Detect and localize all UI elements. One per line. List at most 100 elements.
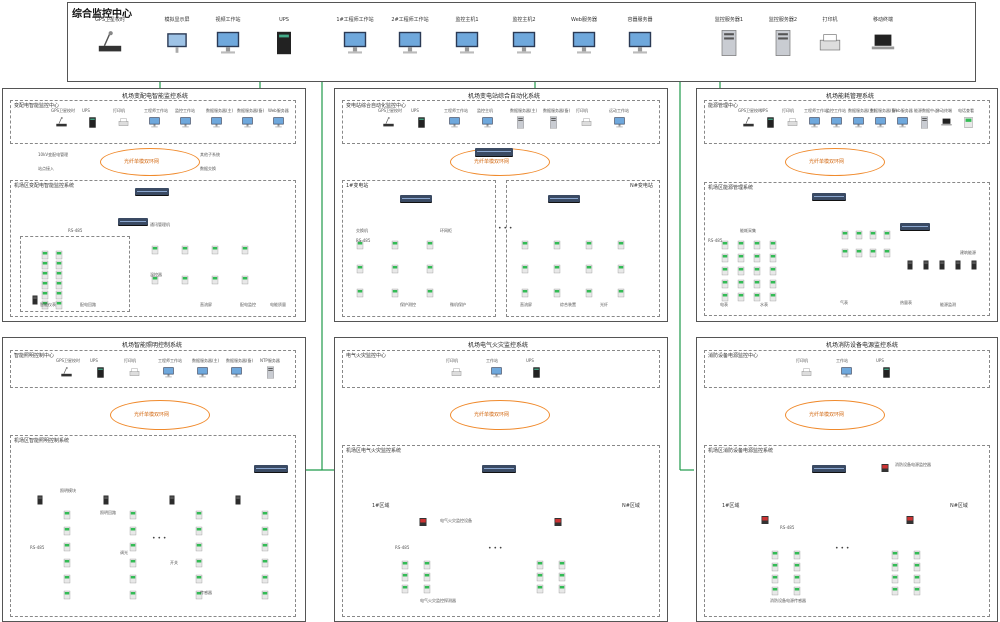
meter-icon <box>194 553 204 572</box>
panel-device-label: 数据服务器(备) <box>226 358 254 363</box>
meter-icon <box>62 585 72 604</box>
meter-icon <box>355 259 365 278</box>
computer-icon[interactable] <box>626 29 654 61</box>
meter-icon <box>128 553 138 572</box>
meter-icon <box>210 270 220 289</box>
ups-icon[interactable] <box>94 364 107 383</box>
computer-icon[interactable] <box>230 364 243 383</box>
computer-icon[interactable] <box>341 29 369 61</box>
computer-icon[interactable] <box>162 364 175 383</box>
computer-icon[interactable] <box>852 114 865 133</box>
field-label: 综合装置 <box>560 302 576 307</box>
computer-icon[interactable] <box>840 364 853 383</box>
server-icon[interactable] <box>264 364 277 383</box>
printer-icon[interactable] <box>128 364 141 383</box>
field-label: 照明模块 <box>60 488 76 493</box>
server-icon[interactable] <box>514 114 527 133</box>
computer-icon[interactable] <box>896 114 909 133</box>
computer-icon[interactable] <box>570 29 598 61</box>
meter-icon <box>792 557 802 576</box>
p1-field-area <box>10 180 296 317</box>
meter-icon <box>260 505 270 524</box>
laptop-icon[interactable] <box>869 29 897 61</box>
computer-icon[interactable] <box>241 114 254 133</box>
meter-icon <box>425 235 435 254</box>
computer-icon[interactable] <box>396 29 424 61</box>
field-label: 水表 <box>760 302 768 307</box>
gps-icon[interactable] <box>742 114 755 133</box>
ups-icon[interactable] <box>530 364 543 383</box>
computer-icon[interactable] <box>210 114 223 133</box>
meter-icon <box>616 259 626 278</box>
computer-icon[interactable] <box>490 364 503 383</box>
cabinet-icon <box>101 490 111 509</box>
printer-icon[interactable] <box>786 114 799 133</box>
meter-icon <box>752 261 762 280</box>
computer-icon[interactable] <box>510 29 538 61</box>
p6-s1-label: 1#区域 <box>722 503 740 509</box>
p2-s2-label: N#变电站 <box>630 183 653 189</box>
computer-icon[interactable] <box>830 114 843 133</box>
ups-icon[interactable] <box>270 29 298 61</box>
gps-icon[interactable] <box>96 29 124 61</box>
center-device-label: 移动终端 <box>872 17 893 23</box>
computer-icon[interactable] <box>481 114 494 133</box>
center-device-label: 模拟显示屏 <box>164 17 190 23</box>
ups-icon[interactable] <box>880 364 893 383</box>
meter-icon <box>260 569 270 588</box>
gps-icon[interactable] <box>60 364 73 383</box>
p1-field-label: 机场区变配电智能监控系统 <box>14 183 75 189</box>
server-icon[interactable] <box>715 29 743 61</box>
switch-p5 <box>482 465 516 472</box>
ups-icon[interactable] <box>86 114 99 133</box>
computer-icon[interactable] <box>272 114 285 133</box>
ups-icon[interactable] <box>764 114 777 133</box>
gps-icon[interactable] <box>55 114 68 133</box>
field-label: 直流屏 <box>520 302 532 307</box>
printer-icon[interactable] <box>580 114 593 133</box>
panel-device-label: Web服务器 <box>892 108 913 113</box>
gps-icon[interactable] <box>382 114 395 133</box>
printer-icon[interactable] <box>800 364 813 383</box>
computer-icon[interactable] <box>179 114 192 133</box>
computer-icon[interactable] <box>214 29 242 61</box>
meter-icon <box>854 243 864 262</box>
computer-icon[interactable] <box>196 364 209 383</box>
laptop-icon[interactable] <box>940 114 953 133</box>
meter-icon <box>400 567 410 586</box>
meter-icon[interactable] <box>962 114 975 133</box>
meter-icon <box>770 545 780 564</box>
field-label: 消防设备电源传感器 <box>770 598 806 603</box>
computer-icon[interactable] <box>448 114 461 133</box>
printer-icon[interactable] <box>816 29 844 61</box>
panel-red-icon <box>418 512 428 531</box>
panel-lighting <box>2 337 306 622</box>
field-label: 交换机 <box>356 228 368 233</box>
computer-icon[interactable] <box>874 114 887 133</box>
meter-icon <box>752 274 762 293</box>
field-label: 消防设备电源监控器 <box>895 462 931 467</box>
panel-device-label: 数据服务器(备) <box>543 108 571 113</box>
panel-title-3: 机场能耗管理系统 <box>826 93 875 100</box>
printer-icon[interactable] <box>117 114 130 133</box>
meter-icon <box>62 537 72 556</box>
server-icon[interactable] <box>547 114 560 133</box>
panel-device-label: 移动终端 <box>936 108 952 113</box>
meter-icon <box>180 270 190 289</box>
computer-icon[interactable] <box>613 114 626 133</box>
server-icon[interactable] <box>918 114 931 133</box>
server-icon[interactable] <box>769 29 797 61</box>
monitor-icon[interactable] <box>163 29 191 61</box>
meter-icon <box>882 225 892 244</box>
meter-icon <box>912 569 922 588</box>
printer-icon[interactable] <box>450 364 463 383</box>
panel-device-label: 打印机 <box>796 358 808 363</box>
panel-device-label: GPS卫星校时 <box>738 108 763 113</box>
ups-icon[interactable] <box>415 114 428 133</box>
meter-icon <box>616 283 626 302</box>
field-label: 通讯管理机 <box>150 222 170 227</box>
meter-icon <box>54 255 64 274</box>
computer-icon[interactable] <box>148 114 161 133</box>
computer-icon[interactable] <box>453 29 481 61</box>
computer-icon[interactable] <box>808 114 821 133</box>
